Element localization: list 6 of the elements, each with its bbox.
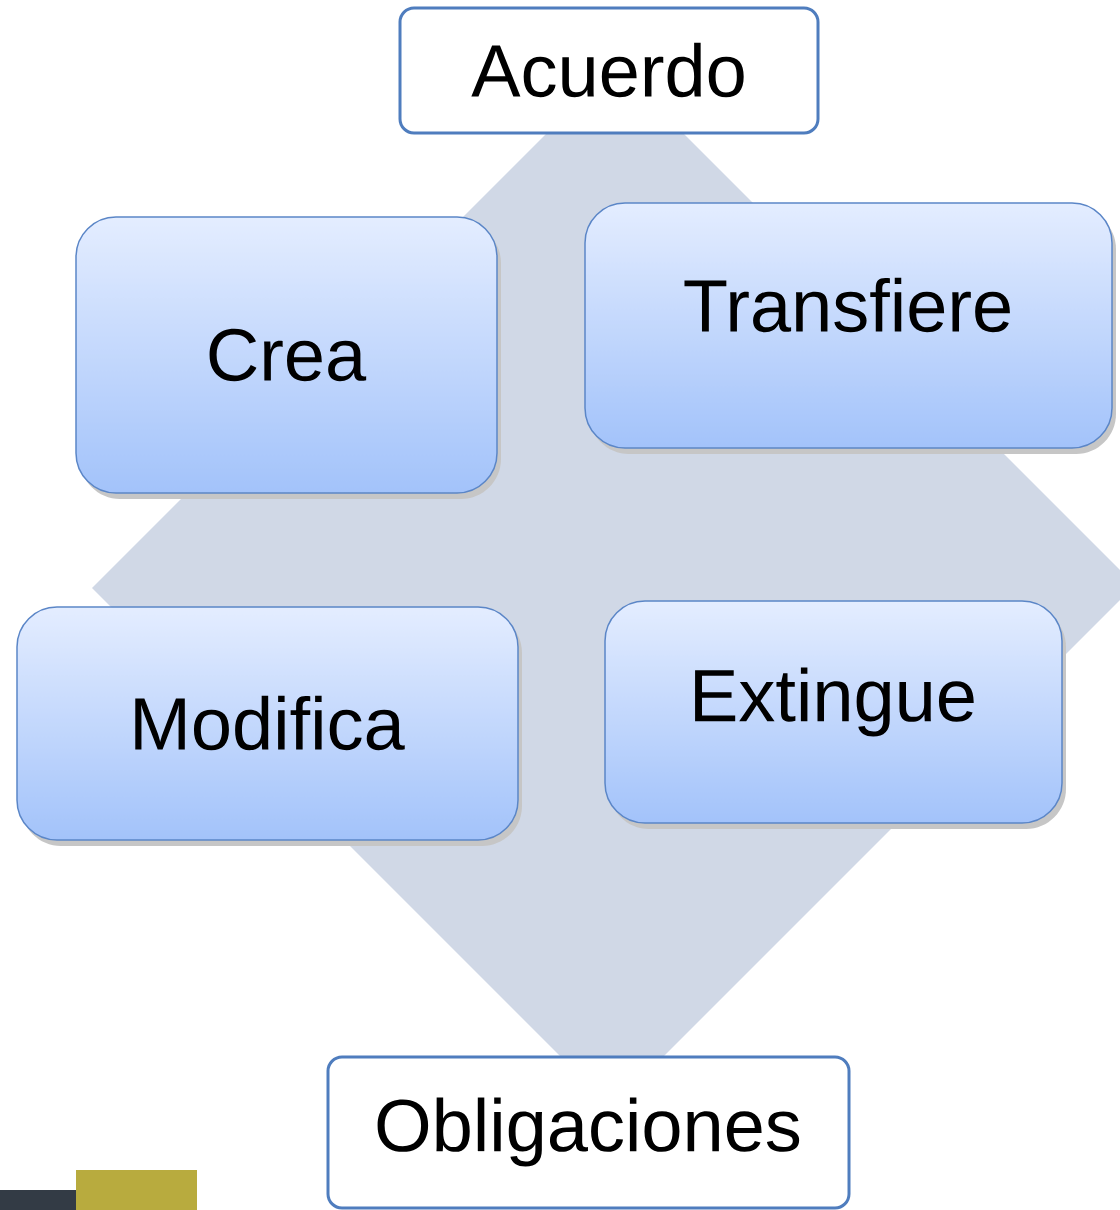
rounded-box: Modifica — [16, 606, 522, 846]
rounded-box: Transfiere — [584, 202, 1116, 454]
label-box: Obligaciones — [326, 1055, 851, 1210]
rounded-box: Extingue — [604, 600, 1066, 829]
label-box: Acuerdo — [398, 6, 820, 135]
rounded-box: Crea — [75, 216, 501, 499]
